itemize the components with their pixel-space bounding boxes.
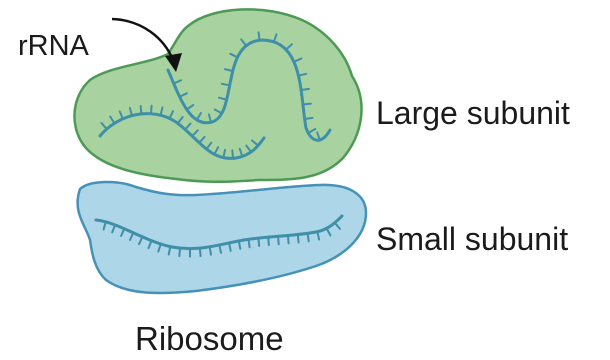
rrna-tick (278, 236, 279, 244)
rrna-label: rRNA (18, 32, 89, 61)
rrna-tick (308, 233, 309, 241)
rrna-tick (249, 239, 250, 247)
rrna-tick (301, 89, 309, 90)
diagram-title: Ribosome (135, 322, 284, 355)
small-subunit-label: Small subunit (376, 223, 568, 255)
rrna-tick (179, 248, 180, 256)
rrna-tick (232, 150, 233, 158)
rrna-tick (288, 236, 289, 244)
rrna-tick (259, 32, 260, 40)
rrna-tick (151, 106, 152, 114)
rrna-tick (298, 235, 299, 243)
rrna-tick (303, 104, 311, 105)
large-subunit-label: Large subunit (376, 97, 570, 129)
rrna-tick (141, 106, 142, 114)
rrna-tick (258, 238, 259, 246)
rrna-pointer-arrow (112, 19, 173, 60)
rrna-tick (305, 118, 313, 119)
rrna-tick (200, 248, 201, 256)
rrna-tick (210, 247, 211, 255)
rrna-tick (268, 237, 269, 245)
small-subunit-shape (78, 182, 366, 293)
